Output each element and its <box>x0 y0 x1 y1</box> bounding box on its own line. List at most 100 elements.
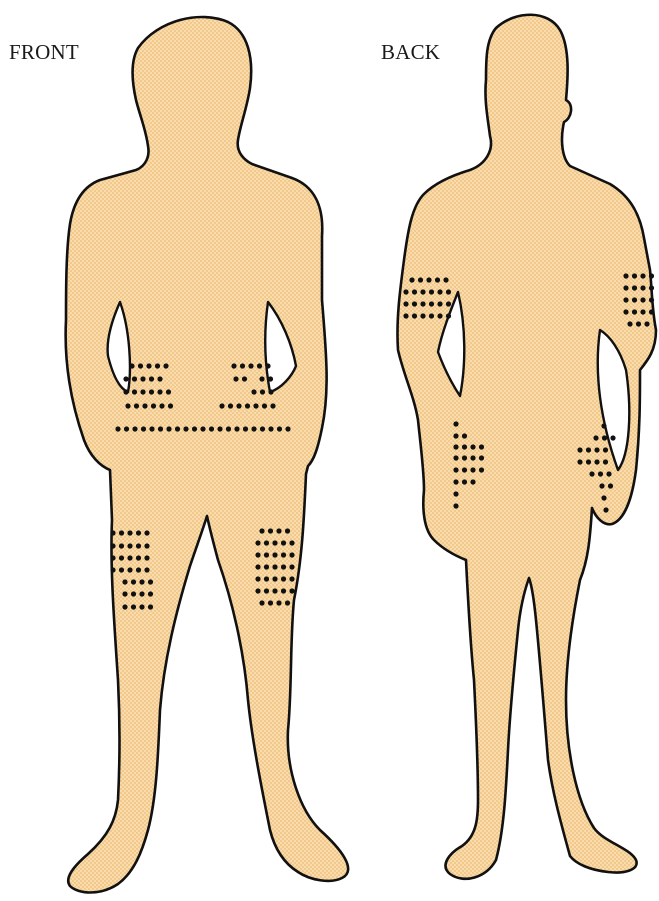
injection-site-dot <box>289 552 294 557</box>
injection-site-dot <box>437 289 442 294</box>
injection-site-dot <box>259 376 264 381</box>
injection-site-dot <box>462 444 467 449</box>
injection-site-dot <box>649 309 654 314</box>
injection-site-dot <box>136 567 141 572</box>
injection-site-dot <box>125 403 130 408</box>
injection-site-dot <box>255 576 260 581</box>
injection-site-dot <box>144 555 149 560</box>
injection-site-dot <box>479 455 484 460</box>
injection-site-dot <box>272 576 277 581</box>
injection-site-dot <box>403 289 408 294</box>
injection-site-dot <box>649 285 654 290</box>
injection-site-dot <box>124 426 129 431</box>
injection-site-dot <box>409 277 414 282</box>
injection-site-dot <box>623 273 628 278</box>
injection-site-dot <box>586 447 591 452</box>
injection-site-dot <box>420 301 425 306</box>
injection-site-dot <box>260 389 265 394</box>
injection-site-dot <box>272 540 277 545</box>
injection-site-dot <box>259 600 264 605</box>
injection-site-dot <box>268 600 273 605</box>
injection-site-dot <box>623 309 628 314</box>
injection-site-dot <box>281 540 286 545</box>
injection-site-dot <box>640 285 645 290</box>
injection-site-dot <box>122 604 127 609</box>
injection-site-dot <box>144 567 149 572</box>
injection-site-dot <box>119 555 124 560</box>
injection-site-dot <box>166 389 171 394</box>
injection-site-dot <box>144 543 149 548</box>
injection-site-dot <box>289 576 294 581</box>
injection-site-dot <box>636 321 641 326</box>
injection-site-dot <box>470 467 475 472</box>
injection-site-dot <box>426 277 431 282</box>
injection-site-dot <box>242 376 247 381</box>
injection-site-dot <box>149 389 154 394</box>
injection-site-dot <box>285 600 290 605</box>
injection-site-dot <box>632 297 637 302</box>
injection-site-dot <box>253 403 258 408</box>
injection-site-dot <box>183 426 188 431</box>
injection-site-dot <box>606 471 611 476</box>
injection-site-dot <box>632 285 637 290</box>
injection-site-dot <box>599 483 604 488</box>
injection-site-dot <box>142 403 147 408</box>
injection-site-dot <box>260 426 265 431</box>
injection-site-dot <box>446 301 451 306</box>
injection-site-dot <box>453 503 458 508</box>
injection-site-dot <box>272 552 277 557</box>
injection-site-dot <box>131 579 136 584</box>
injection-site-dot <box>127 543 132 548</box>
injection-site-dot <box>429 301 434 306</box>
injection-site-dot <box>601 495 606 500</box>
injection-site-dot <box>255 552 260 557</box>
injection-site-dot <box>603 507 608 512</box>
injection-site-dot <box>209 426 214 431</box>
injection-site-dot <box>577 447 582 452</box>
injection-site-dot <box>453 479 458 484</box>
injection-site-dot <box>272 588 277 593</box>
injection-site-dot <box>453 491 458 496</box>
injection-site-dot <box>632 273 637 278</box>
injection-site-dot <box>259 528 264 533</box>
injection-site-dot <box>136 530 141 535</box>
injection-site-dot <box>412 313 417 318</box>
injection-site-dot <box>159 403 164 408</box>
injection-site-dot <box>255 588 260 593</box>
injection-site-dot <box>140 389 145 394</box>
injection-site-dot <box>264 552 269 557</box>
injection-site-dot <box>276 600 281 605</box>
injection-site-dot <box>251 389 256 394</box>
injection-site-dot <box>166 426 171 431</box>
injection-site-dot <box>644 321 649 326</box>
injection-site-dot <box>601 423 606 428</box>
injection-site-dot <box>131 604 136 609</box>
injection-site-dot <box>268 389 273 394</box>
injection-site-dot <box>257 363 262 368</box>
injection-site-dot <box>236 403 241 408</box>
injection-site-dot <box>272 564 277 569</box>
injection-site-dot <box>603 459 608 464</box>
injection-site-dot <box>649 273 654 278</box>
injection-site-dot <box>138 363 143 368</box>
injection-site-dot <box>437 313 442 318</box>
injection-site-dot <box>129 363 134 368</box>
injection-site-dot <box>446 289 451 294</box>
injection-site-dot <box>470 444 475 449</box>
injection-site-dot <box>148 604 153 609</box>
injection-site-dot <box>255 564 260 569</box>
injection-site-dot <box>470 479 475 484</box>
injection-site-dot <box>132 389 137 394</box>
injection-site-dot <box>453 467 458 472</box>
injection-site-dot <box>139 604 144 609</box>
injection-site-dot <box>586 459 591 464</box>
injection-site-dot <box>148 579 153 584</box>
injection-site-dot <box>264 540 269 545</box>
injection-site-dot <box>470 455 475 460</box>
injection-site-dot <box>168 403 173 408</box>
injection-site-dot <box>251 426 256 431</box>
injection-site-dot <box>264 576 269 581</box>
injection-site-dot <box>649 297 654 302</box>
injection-site-dot <box>136 543 141 548</box>
